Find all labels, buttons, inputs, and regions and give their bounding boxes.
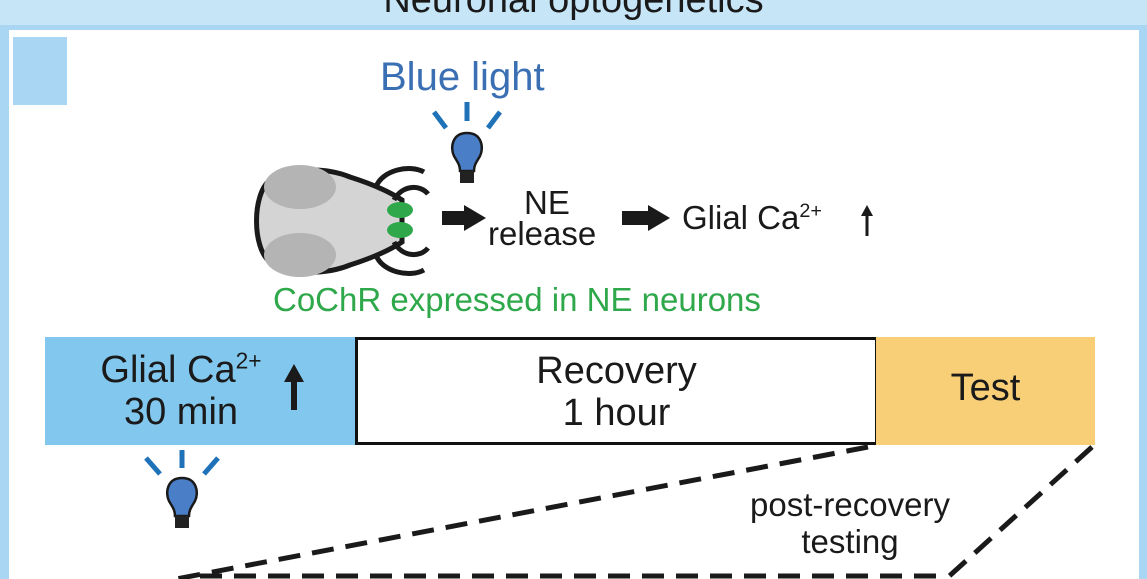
phase1-duration: 30 min (123, 391, 239, 433)
arrow-up-icon (861, 205, 873, 236)
post-recovery-label: post-recovery testing (750, 486, 950, 560)
arrow-right-icon (442, 205, 486, 231)
title-bar: Neuronal optogenetics (0, 0, 1147, 30)
release-label: release (488, 215, 597, 252)
phase2-duration: 1 hour (562, 392, 671, 434)
light-bulb-icon (432, 102, 502, 183)
phase-glial-calcium: Glial Ca2+ 30 min (45, 337, 357, 445)
arrow-up-icon (284, 364, 304, 410)
fish-head-icon (254, 165, 430, 277)
light-bulb-icon (144, 450, 220, 528)
panel-tag (13, 37, 67, 105)
phase1-title: Glial Ca2+ (100, 347, 262, 391)
panel-title: Neuronal optogenetics (383, 0, 764, 21)
glial-calcium-label: Glial Ca2+ (682, 199, 822, 236)
phase2-title: Recovery (536, 350, 697, 392)
expression-label: CoChR expressed in NE neurons (273, 281, 761, 318)
phase3-title: Test (950, 367, 1021, 409)
post-recovery-zoom-lines (175, 444, 1094, 579)
phase-test: Test (876, 337, 1095, 445)
ne-label: NE (524, 184, 570, 221)
arrow-right-icon (622, 205, 670, 231)
phase-recovery: Recovery 1 hour (355, 337, 878, 445)
blue-light-label: Blue light (380, 55, 545, 99)
